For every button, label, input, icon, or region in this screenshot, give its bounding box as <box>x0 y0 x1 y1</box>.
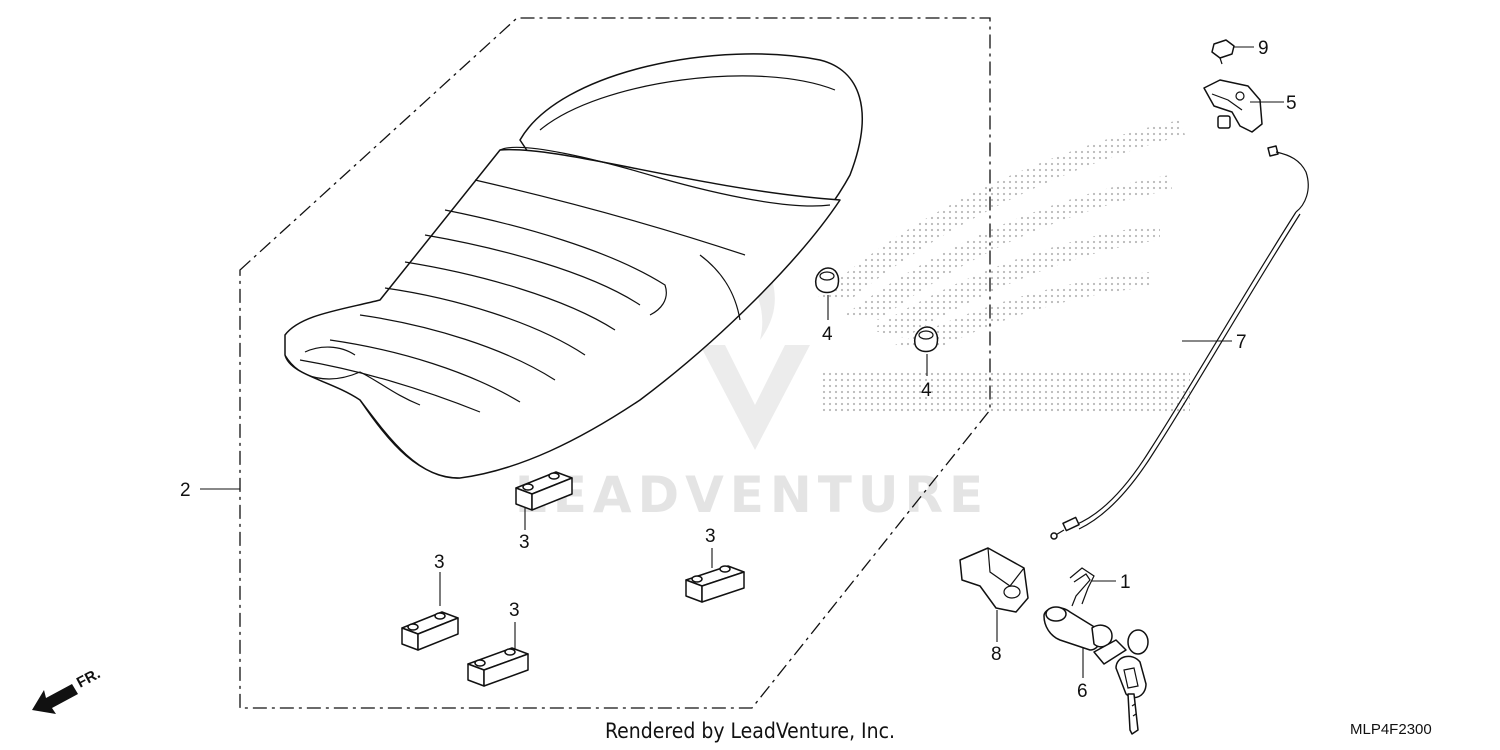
callout-3-b: 3 <box>705 526 716 547</box>
rubber-block-a <box>515 471 573 511</box>
callout-4-a: 4 <box>822 324 833 345</box>
lock-clip <box>1069 567 1095 607</box>
callout-1: 1 <box>1120 572 1131 593</box>
honda-wing-logo <box>815 120 1190 412</box>
callout-8: 8 <box>991 644 1002 665</box>
callout-7: 7 <box>1236 332 1247 353</box>
front-arrow-label: FR. <box>74 665 103 691</box>
seat-lock-cable <box>1050 145 1309 540</box>
lock-cover <box>959 547 1029 613</box>
callout-5: 5 <box>1286 93 1297 114</box>
seat-lock-cylinder <box>1043 606 1113 651</box>
rubber-block-b <box>685 565 745 603</box>
grommet-a <box>814 267 840 294</box>
seat-lock-bracket <box>1203 79 1263 133</box>
front-direction-indicator: FR. <box>32 665 103 714</box>
seat-rubber-blocks <box>401 471 745 687</box>
callout-9: 9 <box>1258 38 1269 59</box>
callout-numbers: 2 3 3 3 3 4 4 9 5 7 1 8 6 <box>180 38 1297 702</box>
render-credit: Rendered by LeadVenture, Inc. <box>605 719 895 743</box>
callout-4-b: 4 <box>921 380 932 401</box>
grommet-b <box>913 326 939 353</box>
callout-6: 6 <box>1077 681 1088 702</box>
callout-leaders <box>200 46 1284 678</box>
callout-3-d: 3 <box>509 600 520 621</box>
seat-grommets <box>814 267 939 353</box>
callout-2: 2 <box>180 480 191 501</box>
ignition-key <box>1093 629 1149 735</box>
bolt-9 <box>1211 39 1235 65</box>
diagram-code: MLP4F2300 <box>1350 721 1432 738</box>
rubber-block-c <box>401 611 459 651</box>
rubber-block-d <box>467 647 529 687</box>
callout-3-c: 3 <box>434 552 445 573</box>
front-arrow-icon <box>32 684 78 714</box>
callout-3-a: 3 <box>519 532 530 553</box>
seat-assembly <box>284 53 863 479</box>
leadventure-watermark: LEADVENTURE <box>515 230 989 524</box>
watermark-text: LEADVENTURE <box>515 466 989 524</box>
